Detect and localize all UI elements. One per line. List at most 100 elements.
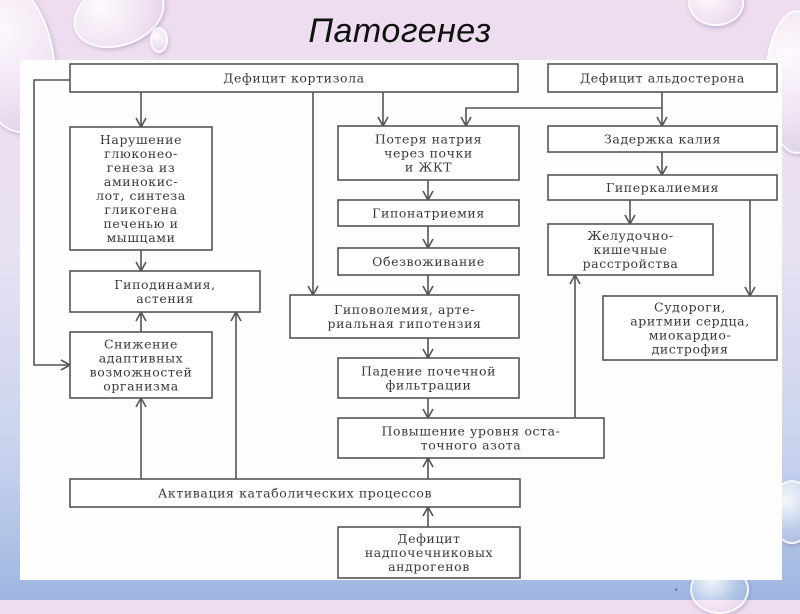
- node-box: [69, 478, 521, 508]
- pathogenesis-diagram: Дефицит кортизола Дефицит альдостеронаНар…: [33, 63, 778, 579]
- node-label-line: Падение почечной: [361, 364, 496, 379]
- node-label-line: генеза из: [107, 160, 175, 175]
- arrow-hypovolemia-to-renal-filtration-drop: [422, 338, 434, 360]
- node-label-line: Нарушение: [100, 132, 182, 147]
- slide-title: Патогенез: [308, 12, 492, 50]
- node-label-line: адаптивных: [99, 351, 184, 366]
- node-residual-nitrogen-rise: Повышение уровня оста-точного азота: [337, 417, 605, 459]
- node-hyperkalemia: Гиперкалиемия: [547, 174, 778, 201]
- node-label-line: фильтрации: [386, 378, 472, 393]
- arrow-catabolism-activation-to-hypodynamia: [230, 310, 242, 479]
- node-label-line: Дефицит кортизола: [223, 71, 364, 86]
- connector-line: [33, 79, 70, 366]
- node-label-line: возможностей: [90, 365, 193, 380]
- arrow-cortisol-deficit-to-hypovolemia: [307, 92, 319, 297]
- node-hyponatremia: Гипонатриемия: [337, 199, 520, 227]
- arrow-dehydration-to-hypovolemia: [422, 275, 434, 297]
- node-box: [337, 125, 520, 181]
- arrow-cortisol-deficit-to-adaptive-reduction: [33, 79, 72, 371]
- decorative-bubble: [150, 27, 168, 53]
- node-box: [337, 357, 520, 399]
- arrow-sodium-loss-to-hyponatremia: [422, 180, 434, 202]
- node-label-line: риальная гипотензия: [328, 316, 482, 331]
- node-hypovolemia: Гиповолемия, арте-риальная гипотензия: [289, 294, 520, 339]
- arrow-residual-nitrogen-rise-to-gi-disorders: [569, 273, 581, 418]
- node-label-line: астения: [136, 291, 194, 306]
- node-aldosterone-deficit: Дефицит альдостерона: [547, 63, 778, 93]
- node-label-line: дистрофия: [652, 342, 729, 357]
- connector-line: [465, 92, 663, 126]
- node-label-line: гликогена: [104, 202, 177, 217]
- arrow-catabolism-activation-to-adaptive-reduction: [135, 396, 147, 479]
- node-label-line: расстройства: [583, 256, 679, 271]
- node-label-line: печенью и: [103, 216, 178, 231]
- node-box: [337, 247, 520, 276]
- node-label-line: надпочечниковых: [365, 545, 493, 560]
- node-label-line: Потеря натрия: [375, 132, 482, 147]
- node-box: [69, 63, 519, 93]
- arrow-aldosterone-deficit-to-sodium-loss: [460, 92, 663, 128]
- node-box: [547, 125, 778, 153]
- arrow-androgen-deficit-to-catabolism-activation: [422, 505, 434, 527]
- node-box: [337, 526, 521, 579]
- node-box: [547, 223, 714, 276]
- node-label-line: Активация катаболических процессов: [158, 486, 432, 501]
- node-label-line: точного азота: [421, 438, 522, 453]
- node-label-line: Гипонатриемия: [372, 206, 485, 221]
- arrow-cortisol-deficit-to-gluconeogenesis-disorder: [135, 92, 147, 129]
- node-label-line: Гиподинамия,: [114, 277, 215, 292]
- node-box: [547, 63, 778, 93]
- node-box: [337, 417, 605, 459]
- node-box: [289, 294, 520, 339]
- node-box: [547, 174, 778, 201]
- node-label-line: Гиперкалиемия: [606, 180, 719, 195]
- node-box: [69, 331, 213, 399]
- node-seizures: Судороги,аритмии сердца,миокардио-дистро…: [602, 295, 778, 361]
- arrow-catabolism-activation-to-residual-nitrogen-rise: [422, 456, 434, 479]
- node-label-line: кишечные: [594, 242, 668, 257]
- node-label-line: Гиповолемия, арте-: [334, 302, 475, 317]
- node-box: [602, 295, 778, 361]
- node-label-line: и ЖКТ: [405, 160, 452, 175]
- arrow-cortisol-deficit-to-sodium-loss: [377, 92, 389, 128]
- node-label-line: организма: [103, 379, 179, 394]
- node-label-line: Дефицит: [397, 531, 460, 546]
- node-label-line: Судороги,: [654, 300, 726, 315]
- node-label-line: мышцами: [106, 230, 175, 245]
- node-label-line: Дефицит альдостерона: [580, 71, 745, 86]
- node-label-line: миокардио-: [649, 328, 732, 343]
- arrow-hyperkalemia-to-seizures: [744, 200, 756, 298]
- arrow-hyponatremia-to-dehydration: [422, 226, 434, 250]
- node-box: [337, 199, 520, 227]
- arrow-potassium-retention-to-hyperkalemia: [656, 152, 668, 177]
- node-label-line: через почки: [384, 146, 473, 161]
- node-label-line: лот, синтеза: [96, 188, 186, 203]
- node-dehydration: Обезвоживание: [337, 247, 520, 276]
- page-indicator: •: [674, 585, 678, 596]
- node-label-line: аминокис-: [104, 174, 178, 189]
- node-label-line: Снижение: [104, 337, 178, 352]
- arrow-renal-filtration-drop-to-residual-nitrogen-rise: [422, 398, 434, 420]
- node-catabolism-activation: Активация катаболических процессов: [69, 478, 521, 508]
- arrow-gluconeogenesis-disorder-to-hypodynamia: [135, 250, 147, 273]
- arrow-adaptive-reduction-to-hypodynamia: [135, 310, 147, 332]
- node-label-line: аритмии сердца,: [630, 314, 750, 329]
- node-label-line: Задержка калия: [604, 132, 721, 147]
- node-hypodynamia: Гиподинамия,астения: [69, 270, 261, 313]
- node-label-line: Обезвоживание: [372, 254, 485, 269]
- arrow-aldosterone-deficit-to-potassium-retention: [656, 108, 668, 128]
- node-label-line: Повышение уровня оста-: [382, 424, 561, 439]
- node-label-line: Желудочно-: [587, 228, 673, 243]
- node-box: [69, 126, 213, 251]
- arrow-hyperkalemia-to-gi-disorders: [624, 200, 636, 226]
- node-box: [69, 270, 261, 313]
- node-potassium-retention: Задержка калия: [547, 125, 778, 153]
- node-cortisol-deficit: Дефицит кортизола: [69, 63, 519, 93]
- node-label-line: глюконео-: [104, 146, 178, 161]
